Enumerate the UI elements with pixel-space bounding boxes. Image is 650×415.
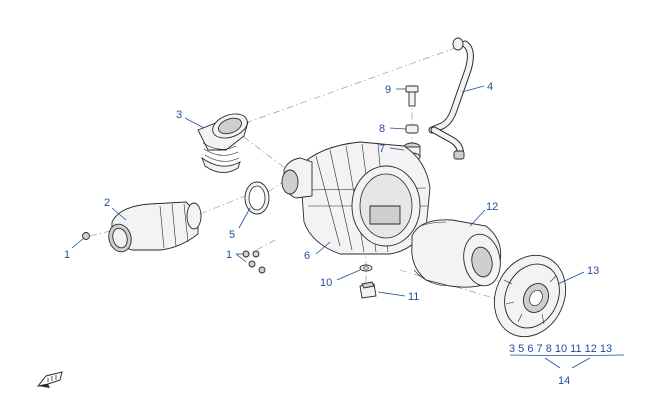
intake-boot-part: [197, 113, 249, 173]
drain-valve-part: [359, 281, 377, 299]
leader-lines: [71, 85, 625, 369]
callout-1-center: 1: [226, 249, 232, 261]
callout-4: 4: [487, 81, 493, 93]
callout-14: 14: [558, 375, 570, 387]
callout-12: 12: [486, 201, 498, 213]
callout-1-left: 1: [64, 249, 70, 261]
callout-5: 5: [229, 229, 235, 241]
washer-part: [359, 264, 373, 272]
kit-component-list: 3 5 6 7 8 10 11 12 13: [509, 343, 612, 355]
callout-7: 7: [379, 143, 385, 155]
callout-9: 9: [385, 84, 391, 96]
callout-2: 2: [104, 197, 110, 209]
callout-labels: 1 1 2 3 4 5 6 7 8 9 10 11 12 13 3 5 6 7 …: [64, 81, 612, 387]
callout-8: 8: [379, 123, 385, 135]
callout-10: 10: [320, 277, 332, 289]
callout-3: 3: [176, 109, 182, 121]
filter-cover-part: [493, 254, 567, 338]
filter-element-part: [411, 219, 502, 288]
callout-13: 13: [587, 265, 599, 277]
outlet-duct-part: [108, 201, 202, 253]
breather-hose-part: [428, 37, 474, 160]
orientation-arrow-icon: [36, 371, 63, 388]
callout-11: 11: [408, 291, 419, 303]
callout-6: 6: [304, 250, 310, 262]
bushing-part: [405, 124, 419, 134]
bolt-part: [405, 85, 419, 107]
hose-ring-part: [244, 181, 270, 215]
air-box-housing-part: [281, 141, 431, 255]
clamp-part: [82, 232, 266, 274]
